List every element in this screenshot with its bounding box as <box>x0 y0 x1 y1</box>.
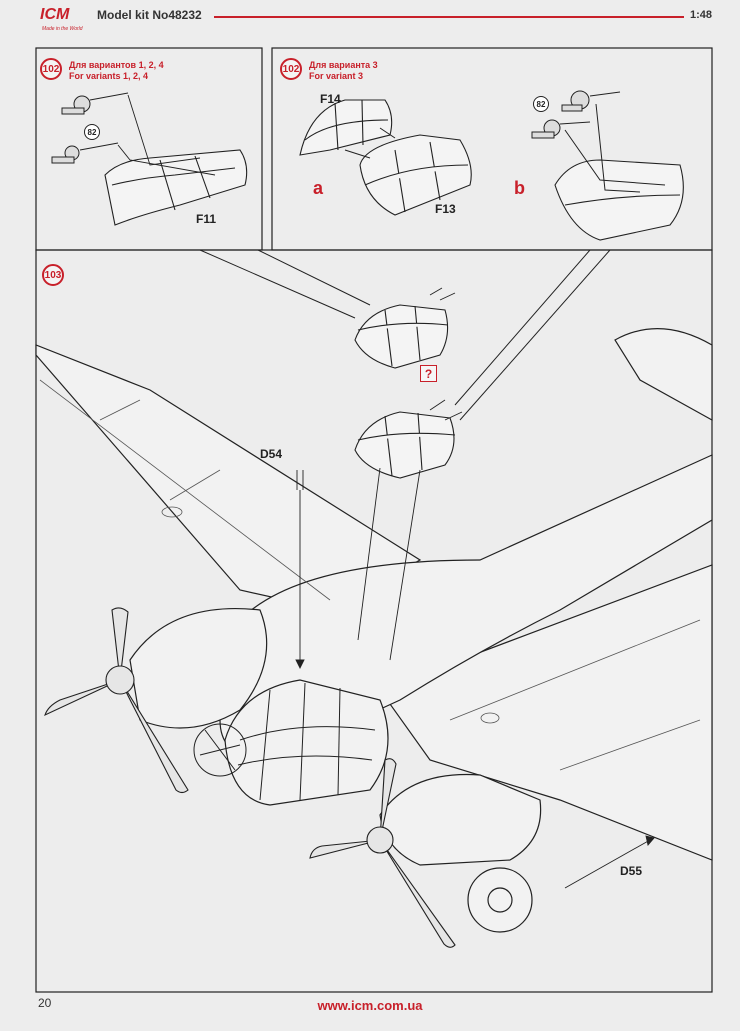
part-f11-label: F11 <box>196 212 217 226</box>
step-103-number: 103 <box>42 264 64 286</box>
scale-label: 1:48 <box>690 9 713 21</box>
step-102a-label-ru: Для вариантов 1, 2, 4 <box>69 60 164 70</box>
logo-tagline: Made in the World <box>42 26 83 32</box>
part-f14-label: F14 <box>320 92 341 106</box>
option-a-label: a <box>313 178 324 198</box>
step-102a-number: 102 <box>40 58 62 80</box>
header-rule <box>214 16 684 18</box>
part-d55-label: D55 <box>620 864 643 878</box>
step-102b-number: 102 <box>280 58 302 80</box>
part-82-badge: 82 <box>84 124 100 140</box>
step-102b-label-ru: Для варианта 3 <box>309 60 378 70</box>
step-102b-label-en: For variant 3 <box>309 71 364 81</box>
footer-url[interactable]: www.icm.com.ua <box>317 998 423 1013</box>
step-102a-label-en: For variants 1, 2, 4 <box>69 71 149 81</box>
icm-logo: ICM Made in the World <box>36 6 90 36</box>
page-number: 20 <box>38 996 52 1010</box>
choice-question-mark: ? <box>420 365 437 382</box>
part-d54-label: D54 <box>260 447 283 461</box>
option-b-label: b <box>514 178 525 198</box>
part-82-badge-b: 82 <box>533 96 549 112</box>
logo-text: ICM <box>40 6 70 23</box>
part-f13-label: F13 <box>435 202 456 216</box>
model-kit-title: Model kit No48232 <box>97 8 202 22</box>
